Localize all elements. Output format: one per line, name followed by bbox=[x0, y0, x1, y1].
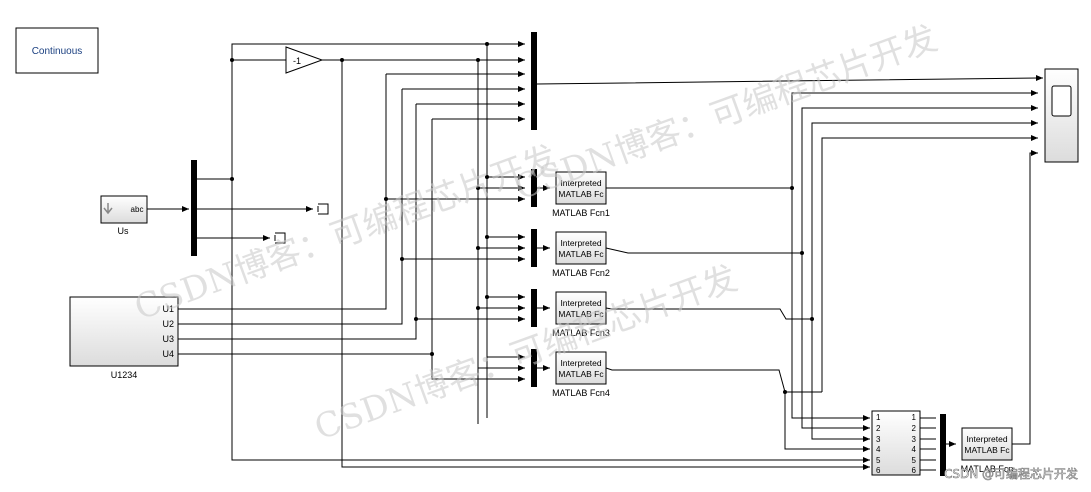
terminator-icon-1[interactable] bbox=[317, 203, 329, 215]
fcn1-mux-bar[interactable] bbox=[531, 169, 537, 207]
fcn3-line1: Interpreted bbox=[560, 298, 601, 308]
us-block-name: Us bbox=[118, 226, 129, 236]
watermark-2: CSDN博客：可编程芯片开发 bbox=[509, 18, 942, 208]
scope-block[interactable] bbox=[1044, 68, 1079, 163]
final-mux-bar[interactable] bbox=[940, 414, 946, 476]
fcn3-mux-bar[interactable] bbox=[531, 289, 537, 327]
gain-label: -1 bbox=[293, 56, 301, 66]
svg-text:4: 4 bbox=[876, 445, 881, 454]
svg-text:3: 3 bbox=[912, 435, 917, 444]
port-u3: U3 bbox=[162, 334, 174, 344]
svg-text:6: 6 bbox=[912, 466, 917, 475]
final-fcn-name: MATLAB Fcn bbox=[961, 464, 1014, 474]
port-u4: U4 bbox=[162, 349, 174, 359]
gain-block[interactable]: -1 bbox=[285, 46, 324, 74]
svg-text:1: 1 bbox=[876, 413, 881, 422]
fcn2-line1: Interpreted bbox=[560, 238, 601, 248]
matlab-fcn1-block[interactable]: Interpreted MATLAB Fc MATLAB Fcn1 bbox=[552, 171, 610, 218]
svg-text:2: 2 bbox=[912, 424, 917, 433]
u1234-name: U1234 bbox=[111, 370, 138, 380]
fcn4-line1: Interpreted bbox=[560, 358, 601, 368]
down-arrow-icon bbox=[103, 203, 113, 215]
watermark-3: CSDN博客：可编程芯片开发 bbox=[309, 258, 742, 448]
matlab-fcn4-block[interactable]: Interpreted MATLAB Fc MATLAB Fcn4 bbox=[552, 351, 610, 398]
u1234-subsystem[interactable]: U1 U2 U3 U4 U1234 bbox=[69, 296, 179, 380]
solver-block[interactable]: Continuous bbox=[15, 27, 99, 74]
demux-bar[interactable] bbox=[191, 160, 197, 256]
scope-screen-icon bbox=[1051, 85, 1072, 117]
bus-selector-block[interactable]: 1 2 3 4 5 6 1 2 3 4 5 6 bbox=[871, 410, 921, 476]
footer-watermark: CSDN @可编程芯片开发 bbox=[944, 466, 1078, 481]
svg-text:2: 2 bbox=[876, 424, 881, 433]
us-source-block[interactable]: abc Us bbox=[100, 195, 148, 236]
fcn4-name: MATLAB Fcn4 bbox=[552, 388, 610, 398]
fcn2-name: MATLAB Fcn2 bbox=[552, 268, 610, 278]
terminator-icon-2[interactable] bbox=[274, 232, 286, 244]
fcn4-line2: MATLAB Fc bbox=[558, 369, 604, 379]
matlab-fcn-final-block[interactable]: Interpreted MATLAB Fc MATLAB Fcn bbox=[961, 427, 1014, 474]
svg-text:Interpreted: Interpreted bbox=[966, 434, 1007, 444]
svg-text:1: 1 bbox=[912, 413, 917, 422]
matlab-fcn3-block[interactable]: Interpreted MATLAB Fc MATLAB Fcn3 bbox=[552, 291, 610, 338]
svg-text:5: 5 bbox=[912, 456, 917, 465]
matlab-fcn2-block[interactable]: Interpreted MATLAB Fc MATLAB Fcn2 bbox=[552, 231, 610, 278]
us-icon-text: abc bbox=[131, 205, 144, 214]
svg-text:MATLAB Fc: MATLAB Fc bbox=[964, 445, 1010, 455]
fcn2-line2: MATLAB Fc bbox=[558, 249, 604, 259]
fcn3-line2: MATLAB Fc bbox=[558, 309, 604, 319]
fcn1-line1: Interpreted bbox=[560, 178, 601, 188]
svg-text:3: 3 bbox=[876, 435, 881, 444]
fcn4-mux-bar[interactable] bbox=[531, 349, 537, 387]
fcn1-line2: MATLAB Fc bbox=[558, 189, 604, 199]
fcn1-name: MATLAB Fcn1 bbox=[552, 208, 610, 218]
svg-text:6: 6 bbox=[876, 466, 881, 475]
fcn2-mux-bar[interactable] bbox=[531, 229, 537, 267]
fcn3-name: MATLAB Fcn3 bbox=[552, 328, 610, 338]
svg-text:5: 5 bbox=[876, 456, 881, 465]
port-u1: U1 bbox=[162, 304, 174, 314]
svg-text:4: 4 bbox=[912, 445, 917, 454]
solver-label: Continuous bbox=[32, 46, 83, 57]
top-mux-bar[interactable] bbox=[531, 32, 537, 130]
port-u2: U2 bbox=[162, 319, 174, 329]
